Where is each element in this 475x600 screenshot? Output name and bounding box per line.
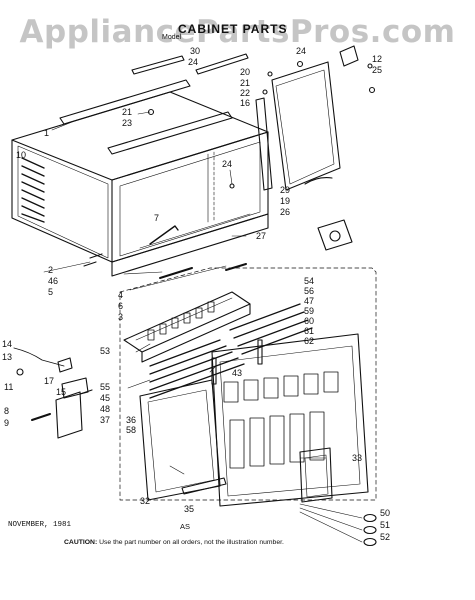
callout-14: 14 [2, 339, 13, 349]
caution-note: CAUTION: Use the part number on all orde… [64, 539, 284, 546]
screws [363, 513, 377, 547]
diagram-code: AS [180, 522, 191, 531]
callout-52: 52 [380, 532, 391, 542]
callout-30: 30 [190, 46, 201, 56]
left-side-parts [13, 347, 93, 439]
front-grille [211, 333, 369, 507]
callout-7: 7 [154, 213, 160, 223]
callout-54: 54 [304, 276, 315, 286]
callout-6: 6 [118, 301, 124, 311]
callout-32: 32 [140, 496, 151, 506]
callout-27: 27 [256, 231, 267, 241]
callout-47: 47 [304, 296, 315, 306]
callout-10: 10 [16, 150, 27, 160]
cabinet-shell [11, 91, 269, 277]
callout-35: 35 [184, 504, 195, 514]
callout-37: 37 [100, 415, 111, 425]
callout-16: 16 [240, 98, 251, 108]
watermark: AppliancePartsPros.com [19, 14, 456, 50]
callout-24: 24 [296, 46, 307, 56]
model-line: Model [162, 34, 182, 41]
diagram-date: NOVEMBER, 1981 [8, 521, 72, 529]
callout-53: 53 [100, 346, 111, 356]
callout-4: 4 [118, 290, 124, 300]
callout-23: 23 [122, 118, 133, 128]
callout-20: 20 [240, 67, 251, 77]
callout-13: 13 [2, 352, 13, 362]
callout-11: 11 [4, 382, 14, 392]
callout-59: 59 [304, 306, 315, 316]
callout-43: 43 [232, 368, 243, 378]
callout-15: 15 [56, 387, 67, 397]
base-hardware [83, 253, 247, 279]
callout-21: 21 [122, 107, 133, 117]
callout-61: 61 [304, 326, 315, 336]
callout-48: 48 [100, 404, 111, 414]
callout-36: 36 [126, 415, 137, 425]
callout-26: 26 [280, 207, 291, 217]
diagram-title: CABINET PARTS [178, 22, 288, 36]
caution-text: Use the part number on all orders, not t… [99, 539, 284, 546]
callout-62: 62 [304, 336, 315, 346]
control-assembly [123, 291, 313, 399]
callout-25: 25 [372, 65, 383, 75]
caution-label: CAUTION: [64, 539, 98, 546]
callout-12: 12 [372, 54, 383, 64]
callout-21: 21 [240, 78, 251, 88]
callout-33: 33 [352, 453, 363, 463]
callout-58: 58 [126, 425, 137, 435]
callout-50: 50 [380, 508, 391, 518]
callout-17: 17 [44, 376, 55, 386]
leader-lines [43, 111, 363, 543]
top-rails [59, 53, 249, 155]
callout-2: 2 [48, 265, 54, 275]
callout-9: 9 [4, 418, 10, 428]
callout-1: 1 [44, 128, 50, 138]
callout-22: 22 [240, 88, 251, 98]
callout-8: 8 [4, 406, 10, 416]
callout-55: 55 [100, 382, 111, 392]
callout-3: 3 [118, 312, 124, 322]
callout-51: 51 [380, 520, 391, 530]
callout-60: 60 [304, 316, 315, 326]
assembly-box [119, 267, 377, 501]
callout-19: 19 [280, 196, 291, 206]
callout-56: 56 [304, 286, 315, 296]
filter-frame [139, 379, 227, 501]
callout-46: 46 [48, 276, 59, 286]
callout-24: 24 [188, 57, 199, 67]
callout-5: 5 [48, 287, 54, 297]
callout-24: 24 [222, 159, 233, 169]
callout-45: 45 [100, 393, 111, 403]
callout-29: 29 [280, 185, 291, 195]
side-panel [147, 45, 376, 251]
